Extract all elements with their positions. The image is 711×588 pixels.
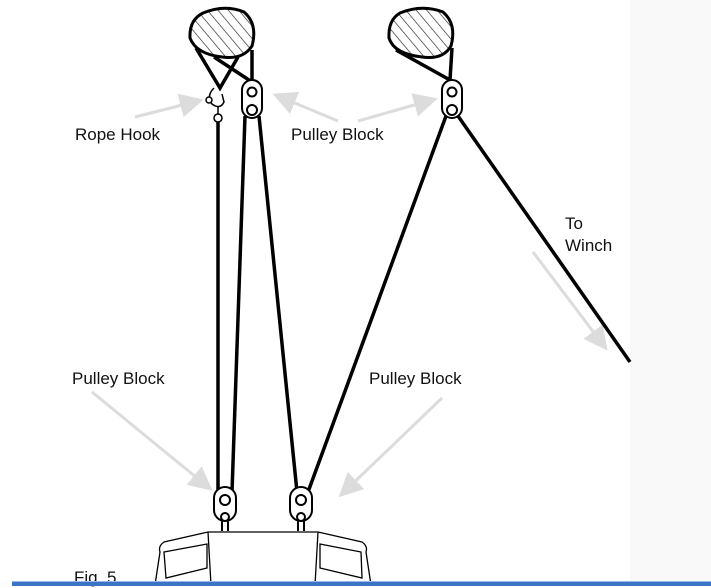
- arrow-to-winch: [531, 251, 608, 351]
- arrow-pulley-bottom-left: [91, 390, 213, 491]
- pulley-block-top-right: [441, 79, 463, 119]
- arrow-rope-hook: [134, 93, 204, 119]
- anchor-sling-right: [387, 6, 455, 83]
- arrow-pulley-top-right: [357, 93, 438, 123]
- label-pulley-block-top: Pulley Block: [291, 125, 384, 144]
- label-to-winch-line1: To: [565, 214, 583, 233]
- label-to-winch-line2: Winch: [565, 236, 613, 255]
- rope-top-left-block-down-a: [230, 115, 247, 493]
- pulley-block-bottom-right: [289, 486, 313, 531]
- arrow-pulley-top-left: [272, 91, 339, 123]
- label-pulley-block-bottom-left: Pulley Block: [72, 369, 165, 388]
- pulley-block-top-left: [241, 79, 263, 119]
- rope-top-left-block-down-b: [257, 115, 299, 493]
- label-rope-hook: Rope Hook: [75, 125, 161, 144]
- page-margin-strip: [630, 0, 711, 585]
- pointer-arrows: [91, 91, 608, 498]
- rope-to-winch: [456, 114, 632, 364]
- bottom-border-bar: [12, 581, 711, 586]
- arrow-pulley-bottom-right: [338, 396, 444, 498]
- anchor-sling-left: [188, 6, 256, 92]
- label-pulley-block-bottom-right: Pulley Block: [369, 369, 462, 388]
- pulley-block-bottom-left: [213, 486, 237, 531]
- ropes: [216, 114, 632, 493]
- load-object: [154, 531, 372, 585]
- rope-right-block-to-center: [306, 115, 448, 493]
- rope-hook-icon: [205, 87, 225, 123]
